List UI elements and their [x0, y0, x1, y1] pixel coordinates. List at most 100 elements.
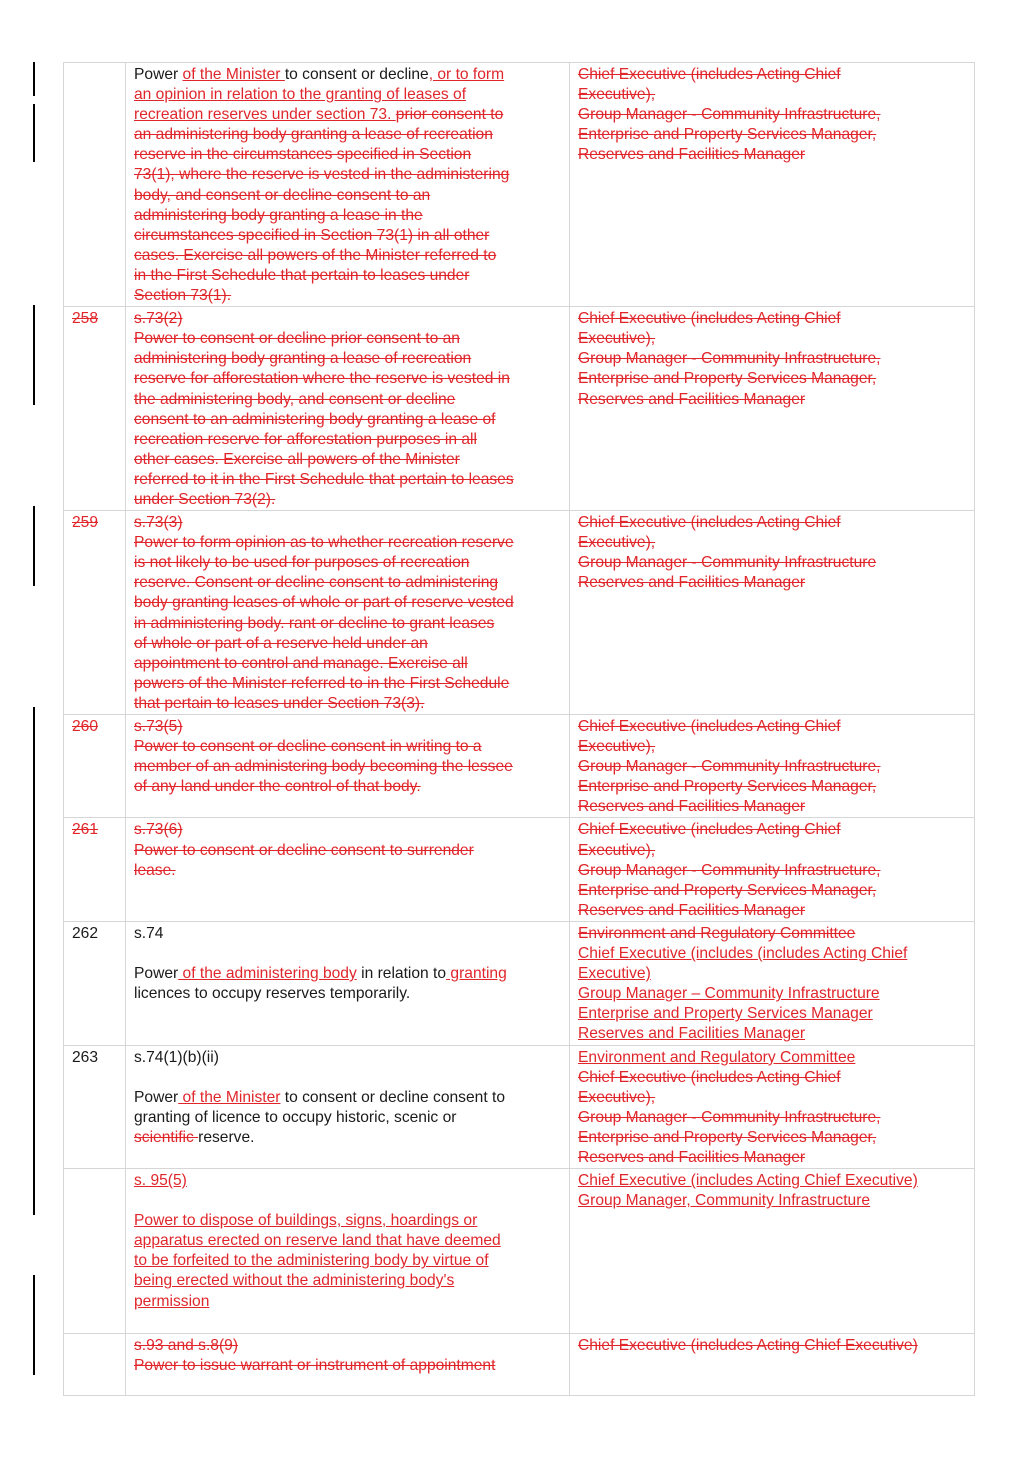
deleted-text: Chief Executive (includes Acting Chief — [578, 1068, 841, 1086]
deleted-text: Executive), — [578, 86, 656, 104]
inserted-text: , or to form — [428, 66, 505, 83]
inserted-text: s. 95(5) — [134, 1172, 187, 1190]
text-line: Reserves and Facilities Manager — [578, 145, 968, 165]
deleted-text: scientific — [134, 1128, 199, 1146]
deleted-text: consent to an administering body grantin… — [134, 410, 496, 428]
inserted-text: of the administering body — [178, 965, 357, 983]
delegation-number-cell — [63, 1168, 126, 1335]
deleted-text: Enterprise and Property Services Manager… — [578, 1128, 877, 1146]
deleted-text: Executive), — [578, 841, 656, 859]
text-run: Power — [134, 1088, 179, 1106]
text-line: Reserves and Facilities Manager — [578, 573, 968, 593]
text-line: s.93 and s.8(9) — [134, 1336, 563, 1356]
text-run: s.74(1)(b)(ii) — [134, 1048, 219, 1066]
deleted-text: Reserves and Facilities Manager — [578, 146, 806, 164]
delegation-number: 263 — [72, 1048, 99, 1066]
deleted-text: Reserves and Facilities Manager — [578, 901, 806, 919]
deleted-text: Group Manager - Community Infrastructure… — [578, 1108, 881, 1126]
deleted-text: Section 73(1). — [134, 287, 232, 305]
deleted-text: Executive), — [578, 1088, 656, 1106]
text-line: cases. Exercise all powers of the Minist… — [134, 246, 563, 266]
text-line: circumstances specified in Section 73(1)… — [134, 226, 563, 246]
inserted-text: to be forfeited to the administering bod… — [134, 1252, 489, 1270]
text-line: Executive), — [578, 533, 968, 553]
text-line: to be forfeited to the administering bod… — [134, 1251, 563, 1271]
inserted-text: permission — [134, 1292, 210, 1310]
deleted-text: s.93 and s.8(9) — [134, 1337, 239, 1355]
text-line: body granting leases of whole or part of… — [134, 593, 563, 613]
deleted-text: an administering body granting a lease o… — [134, 126, 493, 144]
text-run: licences to occupy reserves temporarily. — [134, 985, 411, 1003]
deleted-text: administering body granting a lease in t… — [134, 206, 423, 224]
deleted-text: Power to consent or decline consent in w… — [134, 738, 482, 756]
text-line: in administering body. rant or decline t… — [134, 614, 563, 634]
delegation-number-cell: 262 — [63, 920, 126, 1046]
deleted-text: Chief Executive (includes Acting Chief E… — [578, 1337, 918, 1355]
text-line: s.73(5) — [134, 717, 563, 737]
inserted-text: of the Minister — [178, 1088, 281, 1106]
deleted-text: prior consent to — [395, 106, 504, 124]
inserted-text: Power to dispose of buildings, signs, ho… — [134, 1212, 478, 1230]
text-line: Power to consent or decline prior consen… — [134, 329, 563, 349]
text-line: administering body granting a lease in t… — [134, 206, 563, 226]
text-line: reserve in the circumstances specified i… — [134, 145, 563, 165]
text-run: s.74 — [134, 924, 164, 942]
deleted-text: member of an administering body becoming… — [134, 758, 513, 776]
inserted-text: an opinion in relation to the granting o… — [134, 86, 467, 104]
text-run: granting of licence to occupy historic, … — [134, 1108, 457, 1126]
text-line: in the First Schedule that pertain to le… — [134, 266, 563, 286]
delegation-number: 260 — [72, 718, 99, 735]
delegation-number-cell: 258 — [63, 306, 126, 512]
deleted-text: lease. — [134, 861, 176, 879]
delegation-number-cell: 261 — [63, 817, 126, 922]
text-line: Power to consent or decline consent to s… — [134, 841, 563, 861]
text-line: Chief Executive (includes Acting Chief — [578, 65, 968, 85]
text-line: Section 73(1). — [134, 286, 563, 306]
deleted-text: powers of the Minister referred to in th… — [134, 674, 510, 692]
deleted-text: s.73(6) — [134, 821, 183, 839]
text-line: Environment and Regulatory Committee — [578, 1048, 968, 1068]
text-line: powers of the Minister referred to in th… — [134, 674, 563, 694]
power-description-cell: s.73(2)Power to consent or decline prior… — [125, 306, 570, 512]
text-line: Executive), — [578, 1088, 968, 1108]
inserted-text: Chief Executive (includes (includes Acti… — [578, 945, 908, 963]
change-bar — [33, 62, 35, 96]
text-line: Chief Executive (includes (includes Acti… — [578, 944, 968, 964]
table-row: s. 95(5) Power to dispose of buildings, s… — [63, 1168, 975, 1335]
power-description-cell: s. 95(5) Power to dispose of buildings, s… — [125, 1168, 570, 1335]
deleted-text: s.73(5) — [134, 718, 183, 735]
deleted-text: Chief Executive (includes Acting Chief — [578, 514, 841, 532]
deleted-text: Group Manager - Community Infrastructure… — [578, 106, 881, 124]
deleted-text: Group Manager - Community Infrastructure — [578, 554, 877, 572]
deleted-text: Chief Executive (includes Acting Chief — [578, 66, 841, 83]
inserted-text: Group Manager, Community Infrastructure — [578, 1192, 871, 1210]
power-description-cell: s.74(1)(b)(ii)Power of the Minister to c… — [125, 1044, 570, 1170]
delegation-number: 262 — [72, 924, 99, 942]
text-line: Chief Executive (includes Acting Chief — [578, 1068, 968, 1088]
text-line: Group Manager - Community Infrastructure… — [578, 105, 968, 125]
change-bar — [33, 104, 35, 162]
text-line: Chief Executive (includes Acting Chief — [578, 717, 968, 737]
text-line: Power of the administering body in relat… — [134, 964, 563, 984]
text-line: Group Manager – Community Infrastructure — [578, 984, 968, 1004]
text-line: s.74 — [134, 924, 563, 944]
deleted-text: reserve in the circumstances specified i… — [134, 146, 472, 164]
change-bar — [33, 707, 35, 1215]
text-line: Group Manager, Community Infrastructure — [578, 1191, 968, 1211]
text-line: lease. — [134, 861, 563, 881]
deleted-text: 73(1), where the reserve is vested in th… — [134, 166, 510, 184]
text-line: being erected without the administering … — [134, 1271, 563, 1291]
deleted-text: other cases. Exercise all powers of the … — [134, 450, 460, 468]
text-line: licences to occupy reserves temporarily. — [134, 984, 563, 1004]
text-line: Group Manager - Community Infrastructure — [578, 553, 968, 573]
delegation-number: 261 — [72, 821, 99, 839]
delegation-number-cell: 263 — [63, 1044, 126, 1170]
text-line: Reserves and Facilities Manager — [578, 901, 968, 921]
deleted-text: s.73(3) — [134, 514, 183, 532]
text-line: apparatus erected on reserve land that h… — [134, 1231, 563, 1251]
